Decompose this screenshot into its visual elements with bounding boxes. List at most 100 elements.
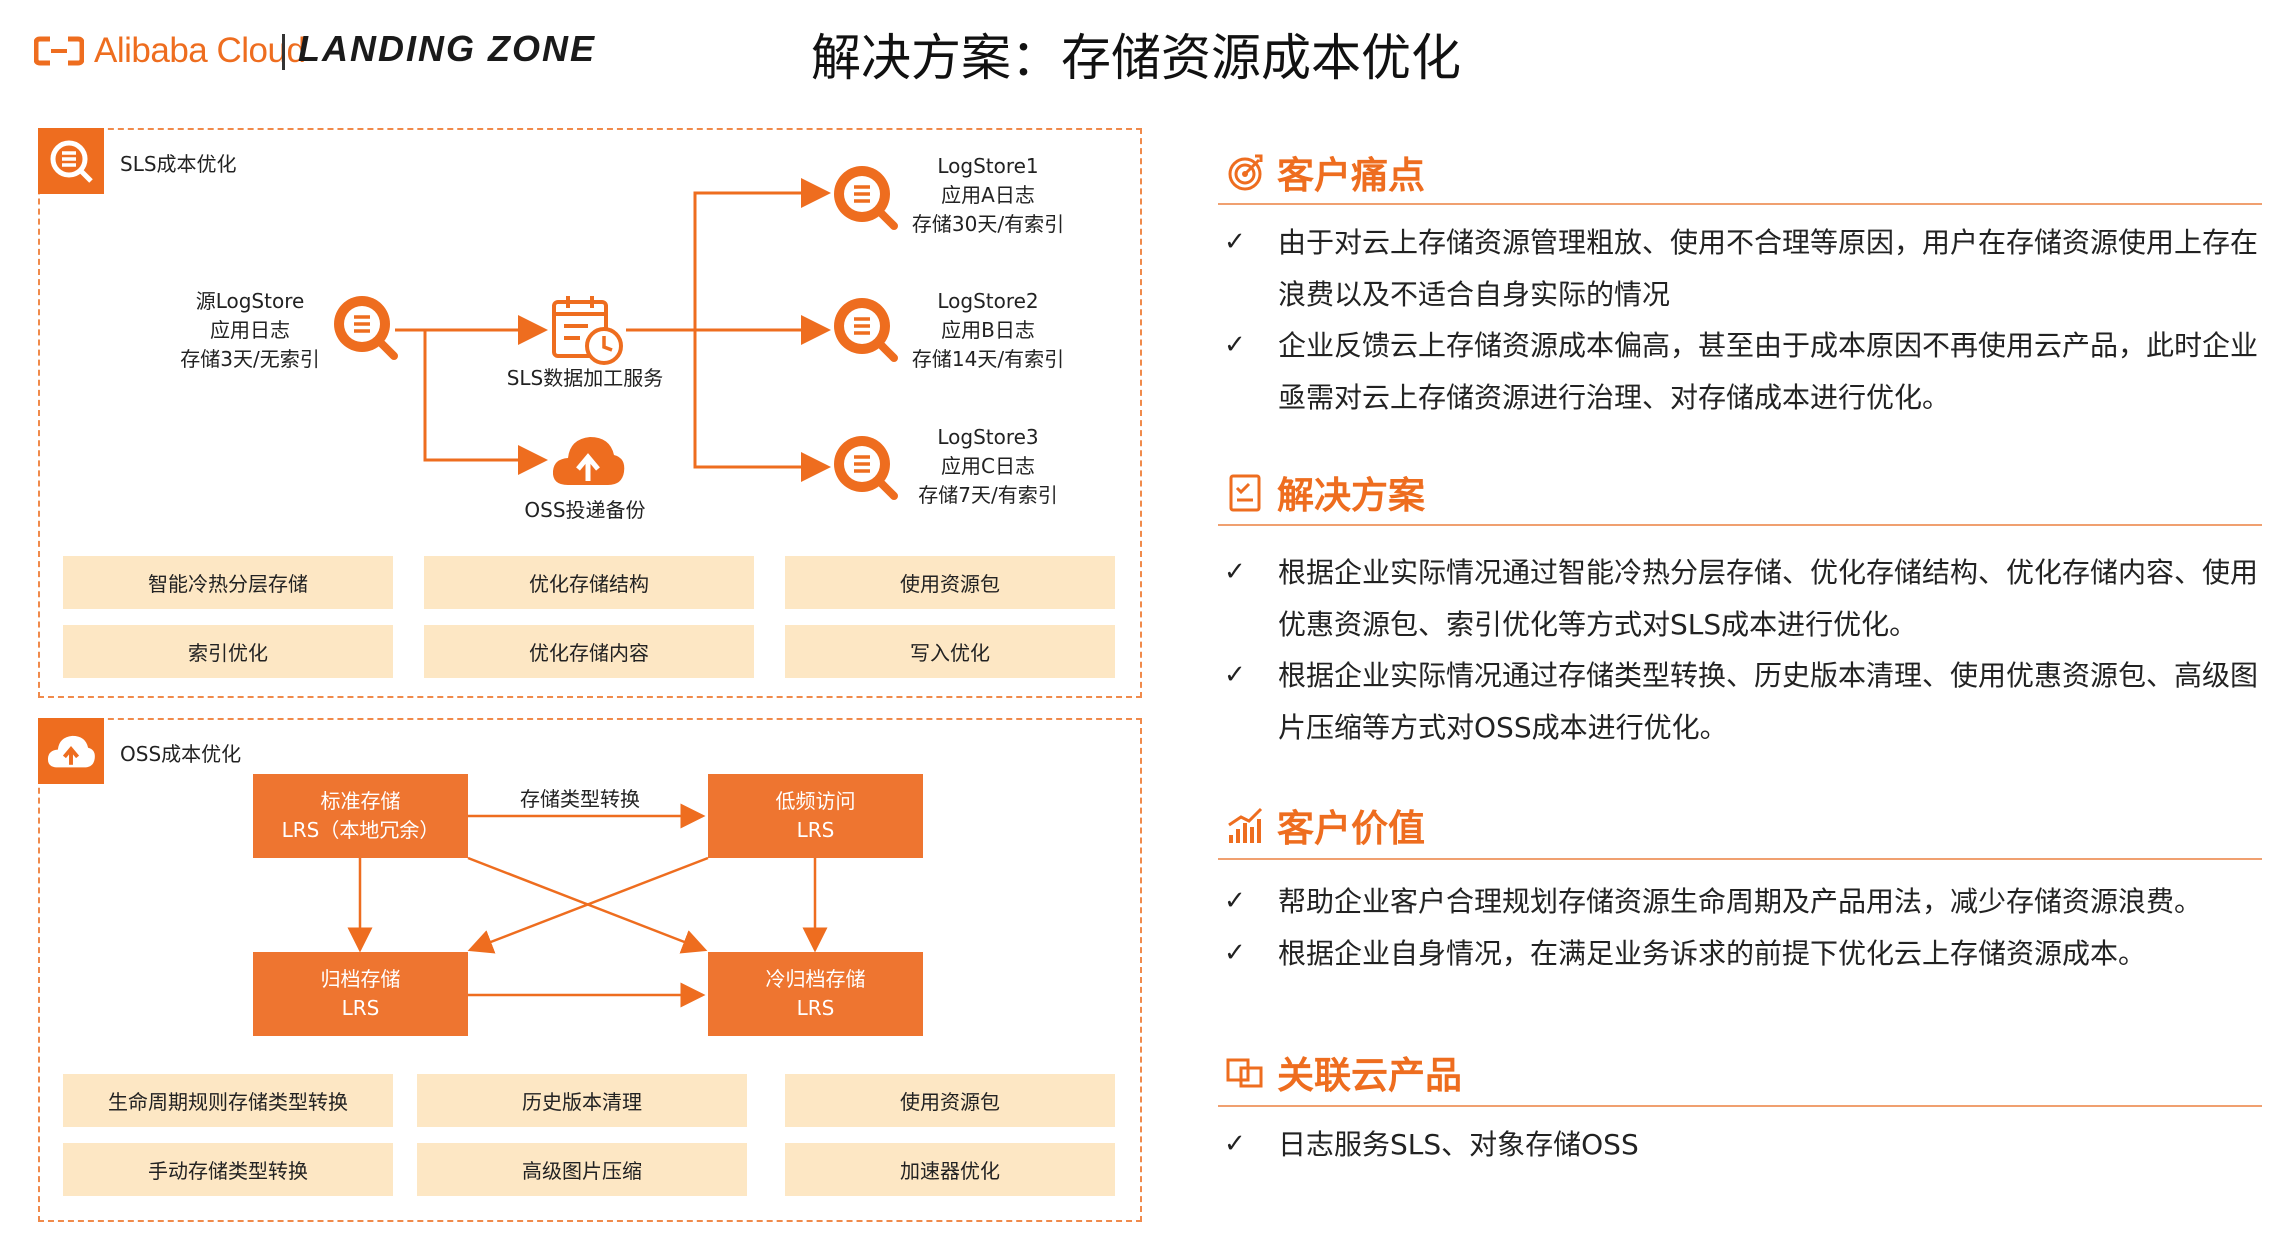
check-icon: ✓ xyxy=(1224,557,1246,587)
pain-section-title: 客户痛点 xyxy=(1277,154,1425,197)
sls-panel xyxy=(38,128,1142,698)
oss-panel xyxy=(38,718,1142,1222)
products-section-divider xyxy=(1218,1105,2262,1107)
oss-standard-name: 标准存储 xyxy=(320,789,401,813)
oss-chip-image-compress: 高级图片压缩 xyxy=(417,1143,747,1196)
solution-section-divider xyxy=(1218,524,2262,526)
check-icon: ✓ xyxy=(1224,1129,1246,1159)
sls-chip-tiered-storage: 智能冷热分层存储 xyxy=(63,556,393,609)
list-item: ✓ 根据企业自身情况，在满足业务诉求的前提下优化云上存储资源成本。 xyxy=(1218,928,2262,980)
growth-chart-icon xyxy=(1228,807,1263,843)
logstore3-app: 应用C日志 xyxy=(941,454,1035,478)
oss-chip-lifecycle: 生命周期规则存储类型转换 xyxy=(63,1074,393,1127)
sls-panel-label: SLS成本优化 xyxy=(120,152,237,176)
source-logstore-app: 应用日志 xyxy=(210,318,290,342)
oss-cloud-icon xyxy=(47,735,95,768)
oss-backup-label: OSS投递备份 xyxy=(524,498,646,522)
check-icon: ✓ xyxy=(1224,886,1246,916)
oss-ia-name: 低频访问 xyxy=(775,789,856,813)
target-icon xyxy=(1228,154,1263,191)
sls-service-label: SLS数据加工服务 xyxy=(506,366,664,390)
pain-item-2: 企业反馈云上存储资源成本偏高，甚至由于成本原因不再使用云产品，此时企业亟需对云上… xyxy=(1278,329,2259,414)
oss-chip-resource-pack: 使用资源包 xyxy=(785,1074,1115,1127)
list-item: ✓ 日志服务SLS、对象存储OSS xyxy=(1218,1119,2262,1171)
checklist-doc-icon xyxy=(1229,474,1261,512)
value-section-title: 客户价值 xyxy=(1277,807,1425,850)
logstore3-name: LogStore3 xyxy=(937,425,1039,449)
products-bullet-list: ✓ 日志服务SLS、对象存储OSS xyxy=(1218,1119,2262,1171)
oss-backup-icon xyxy=(552,437,625,485)
products-item-1: 日志服务SLS、对象存储OSS xyxy=(1278,1128,1639,1161)
list-item: ✓ 企业反馈云上存储资源成本偏高，甚至由于成本原因不再使用云产品，此时企业亟需对… xyxy=(1218,320,2262,423)
sls-chip-optimize-content: 优化存储内容 xyxy=(424,625,754,678)
sls-chip-index-optimize: 索引优化 xyxy=(63,625,393,678)
logstore1-name: LogStore1 xyxy=(937,154,1039,178)
value-section-header: 客户价值 xyxy=(1225,798,1425,852)
oss-standard-redundancy: LRS（本地冗余） xyxy=(281,818,440,842)
logstore3-retention: 存储7天/有索引 xyxy=(918,483,1058,507)
oss-archive-redundancy: LRS xyxy=(341,996,380,1020)
oss-cold-archive-redundancy: LRS xyxy=(796,996,835,1020)
oss-standard-box: 标准存储 LRS（本地冗余） xyxy=(253,774,468,858)
logo-divider xyxy=(282,34,285,70)
data-processing-calendar-icon xyxy=(552,296,623,365)
sls-chip-write-optimize: 写入优化 xyxy=(785,625,1115,678)
page-title: 解决方案：存储资源成本优化 xyxy=(811,29,1461,87)
brand-name: Alibaba Cloud xyxy=(94,31,306,70)
value-item-2: 根据企业自身情况，在满足业务诉求的前提下优化云上存储资源成本。 xyxy=(1278,936,2147,970)
value-bullet-list: ✓ 帮助企业客户合理规划存储资源生命周期及产品用法，减少存储资源浪费。 ✓ 根据… xyxy=(1218,876,2262,979)
source-logstore-label: 源LogStore 应用日志 存储3天/无索引 xyxy=(155,287,345,374)
alibaba-cloud-logo: Alibaba Cloud xyxy=(34,26,306,76)
solution-item-1: 根据企业实际情况通过智能冷热分层存储、优化存储结构、优化存储内容、使用优惠资源包… xyxy=(1278,556,2259,641)
value-section-divider xyxy=(1218,858,2262,860)
oss-chip-version-cleanup: 历史版本清理 xyxy=(417,1074,747,1127)
oss-chip-accelerator: 加速器优化 xyxy=(785,1143,1115,1196)
pain-section-divider xyxy=(1218,203,2262,205)
pain-bullet-list: ✓ 由于对云上存储资源管理粗放、使用不合理等原因，用户在存储资源使用上存在浪费以… xyxy=(1218,217,2262,423)
oss-ia-redundancy: LRS xyxy=(796,818,835,842)
oss-chip-manual-transition: 手动存储类型转换 xyxy=(63,1143,393,1196)
list-item: ✓ 根据企业实际情况通过存储类型转换、历史版本清理、使用优惠资源包、高级图片压缩… xyxy=(1218,650,2262,753)
value-item-1: 帮助企业客户合理规划存储资源生命周期及产品用法，减少存储资源浪费。 xyxy=(1278,885,2203,918)
sls-panel-icon xyxy=(38,128,104,194)
oss-archive-name: 归档存储 xyxy=(320,967,401,991)
products-section-header: 关联云产品 xyxy=(1225,1045,1462,1099)
check-icon: ✓ xyxy=(1224,660,1246,690)
check-icon: ✓ xyxy=(1224,330,1246,360)
logstore1-retention: 存储30天/有索引 xyxy=(911,212,1065,236)
logstore2-label: LogStore2 应用B日志 存储14天/有索引 xyxy=(898,287,1078,374)
oss-ia-box: 低频访问 LRS xyxy=(708,774,923,858)
logstore1-app: 应用A日志 xyxy=(941,183,1035,207)
pain-item-1: 由于对云上存储资源管理粗放、使用不合理等原因，用户在存储资源使用上存在浪费以及不… xyxy=(1278,226,2259,311)
solution-bullet-list: ✓ 根据企业实际情况通过智能冷热分层存储、优化存储结构、优化存储内容、使用优惠资… xyxy=(1218,547,2262,753)
solution-item-2: 根据企业实际情况通过存储类型转换、历史版本清理、使用优惠资源包、高级图片压缩等方… xyxy=(1278,659,2259,744)
oss-panel-icon xyxy=(38,718,104,784)
source-logstore-retention: 存储3天/无索引 xyxy=(180,347,320,371)
oss-archive-box: 归档存储 LRS xyxy=(253,952,468,1036)
logstore3-icon xyxy=(834,436,898,500)
logstore2-app: 应用B日志 xyxy=(941,318,1035,342)
list-item: ✓ 根据企业实际情况通过智能冷热分层存储、优化存储结构、优化存储内容、使用优惠资… xyxy=(1218,547,2262,650)
sls-chip-resource-pack: 使用资源包 xyxy=(785,556,1115,609)
source-logstore-icon xyxy=(334,296,398,360)
oss-transition-label: 存储类型转换 xyxy=(520,787,640,811)
logstore1-icon xyxy=(834,166,898,230)
oss-cold-archive-box: 冷归档存储 LRS xyxy=(708,952,923,1036)
source-logstore-name: 源LogStore xyxy=(195,289,305,313)
linked-squares-icon xyxy=(1226,1058,1263,1088)
solution-section-title: 解决方案 xyxy=(1277,474,1425,517)
check-icon: ✓ xyxy=(1224,227,1246,257)
logstore2-icon xyxy=(834,298,898,362)
list-item: ✓ 帮助企业客户合理规划存储资源生命周期及产品用法，减少存储资源浪费。 xyxy=(1218,876,2262,928)
logstore2-name: LogStore2 xyxy=(937,289,1039,313)
oss-cold-archive-name: 冷归档存储 xyxy=(765,967,866,991)
logstore3-label: LogStore3 应用C日志 存储7天/有索引 xyxy=(898,423,1078,510)
log-search-icon xyxy=(50,140,93,183)
list-item: ✓ 由于对云上存储资源管理粗放、使用不合理等原因，用户在存储资源使用上存在浪费以… xyxy=(1218,217,2262,320)
alibaba-cloud-logo-icon xyxy=(34,36,84,66)
check-icon: ✓ xyxy=(1224,937,1246,968)
solution-section-header: 解决方案 xyxy=(1225,465,1425,519)
sls-chip-optimize-structure: 优化存储结构 xyxy=(424,556,754,609)
